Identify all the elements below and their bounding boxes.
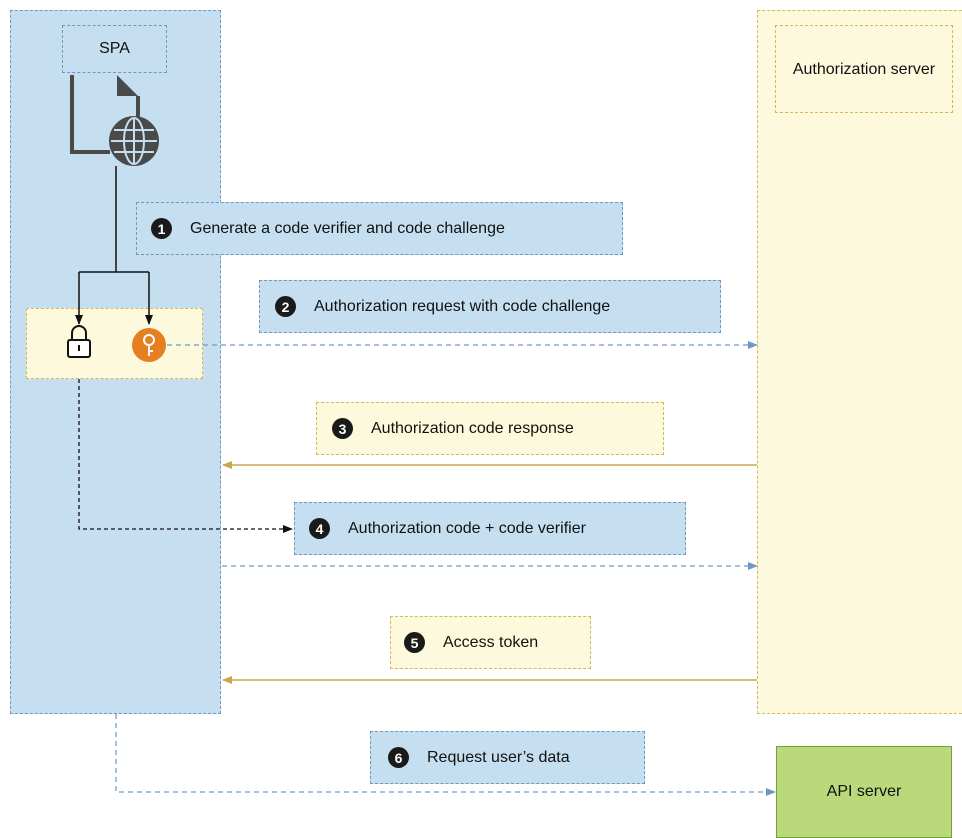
step-4-number: 4 — [309, 518, 330, 539]
step-1-number: 1 — [151, 218, 172, 239]
step-1-label: Generate a code verifier and code challe… — [190, 219, 505, 237]
step-2-label: Authorization request with code challeng… — [314, 297, 611, 315]
step-6-box: 6 Request user’s data — [370, 731, 645, 784]
branch-connector — [75, 166, 153, 325]
padlock-icon — [67, 325, 91, 358]
code-verifier-challenge-box — [26, 308, 203, 379]
step-3-label: Authorization code response — [371, 419, 574, 437]
step-4-label: Authorization code + code verifier — [348, 519, 586, 537]
key-icon — [132, 328, 166, 362]
spa-label: SPA — [62, 25, 167, 73]
authorization-server-label: Authorization server — [775, 25, 953, 113]
step-5-label: Access token — [443, 633, 539, 651]
request-arrow-step-6 — [115, 714, 776, 796]
step-1-box: 1 Generate a code verifier and code chal… — [136, 202, 623, 255]
step-4-box: 4 Authorization code + code verifier — [294, 502, 686, 555]
step-3-box: 3 Authorization code response — [316, 402, 664, 455]
verifier-connector — [78, 379, 293, 533]
step-3-number: 3 — [332, 418, 353, 439]
web-document-globe-icon — [70, 75, 159, 166]
api-server-box: API server — [776, 746, 952, 838]
step-2-box: 2 Authorization request with code challe… — [259, 280, 721, 333]
step-6-label: Request user’s data — [427, 748, 570, 766]
step-2-number: 2 — [275, 296, 296, 317]
authorization-server-column — [757, 10, 962, 714]
step-6-number: 6 — [388, 747, 409, 768]
step-5-number: 5 — [404, 632, 425, 653]
step-5-box: 5 Access token — [390, 616, 591, 669]
